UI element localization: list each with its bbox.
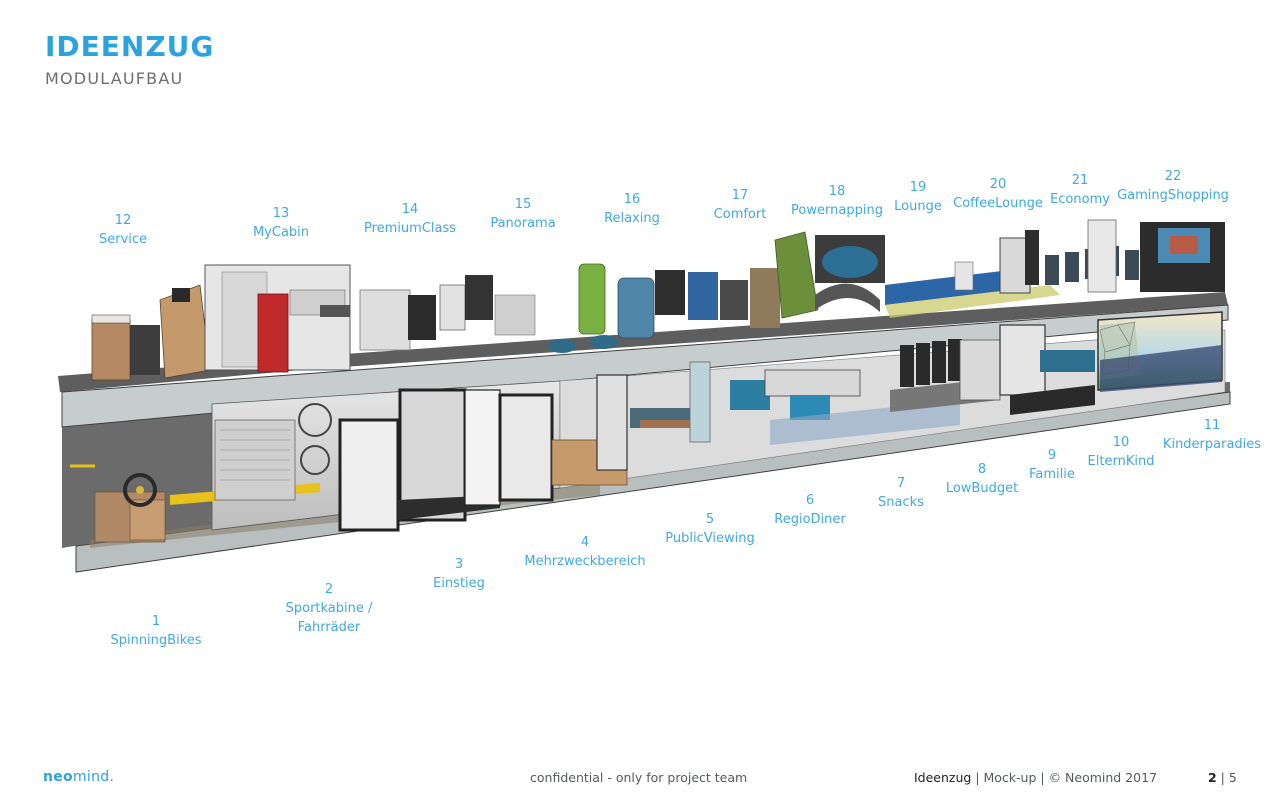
module-label-8: 8 LowBudget	[946, 460, 1018, 498]
document-info: Ideenzug | Mock-up | © Neomind 2017	[914, 770, 1157, 785]
module-number: 8	[977, 462, 987, 477]
module-name: Comfort	[713, 207, 767, 222]
module-name: Panorama	[490, 216, 556, 231]
module-name: Kinderparadies	[1162, 437, 1262, 452]
module-number: 19	[909, 180, 927, 195]
module-number: 1	[151, 614, 161, 629]
page-subtitle: MODULAUFBAU	[45, 69, 184, 88]
module-number: 5	[705, 512, 715, 527]
module-label-1: 1 SpinningBikes	[110, 612, 201, 650]
module-label-6: 6 RegioDiner	[774, 491, 845, 529]
module-name: Economy	[1050, 192, 1110, 207]
module-label-20: 20 CoffeeLounge	[953, 175, 1043, 213]
document-meta: | Mock-up | © Neomind 2017	[971, 770, 1158, 785]
module-label-7: 7 Snacks	[878, 474, 924, 512]
module-number: 3	[454, 557, 464, 572]
module-number: 9	[1047, 448, 1057, 463]
module-name: RegioDiner	[774, 512, 846, 527]
module-number: 6	[805, 493, 815, 508]
module-label-21: 21 Economy	[1050, 171, 1110, 209]
logo-part-b: mind.	[72, 769, 115, 785]
module-label-15: 15 Panorama	[490, 195, 555, 233]
module-number: 16	[623, 192, 641, 207]
module-label-5: 5 PublicViewing	[665, 510, 754, 548]
module-number: 18	[828, 184, 846, 199]
confidential-note: confidential - only for project team	[530, 770, 748, 785]
module-label-3: 3 Einstieg	[433, 555, 485, 593]
module-number: 11	[1203, 418, 1221, 433]
module-label-18: 18 Powernapping	[791, 182, 883, 220]
module-name: MyCabin	[252, 225, 310, 240]
module-label-12: 12 Service	[99, 211, 147, 249]
module-label-11: 11 Kinderparadies	[1163, 416, 1261, 454]
module-name: ElternKind	[1087, 454, 1155, 469]
module-label-19: 19 Lounge	[894, 178, 942, 216]
module-number: 17	[731, 188, 749, 203]
page-title: IDEENZUG	[45, 30, 215, 63]
module-number: 4	[580, 535, 590, 550]
module-number: 7	[896, 476, 906, 491]
module-name: Lounge	[894, 199, 942, 214]
module-number: 12	[114, 213, 132, 228]
module-label-10: 10 ElternKind	[1088, 433, 1155, 471]
module-name: Snacks	[878, 495, 924, 510]
page-indicator: 2 | 5	[1208, 770, 1237, 785]
module-label-9: 9 Familie	[1029, 446, 1075, 484]
module-name: Relaxing	[604, 211, 660, 226]
module-label-2: 2 Sportkabine / Fahrräder	[286, 580, 373, 637]
module-name: Service	[98, 232, 148, 247]
module-label-13: 13 MyCabin	[253, 204, 309, 242]
module-name: SpinningBikes	[110, 633, 202, 648]
document-title: Ideenzug	[914, 770, 972, 785]
module-name: Einstieg	[433, 576, 485, 591]
module-label-16: 16 Relaxing	[604, 190, 660, 228]
module-name: Sportkabine / Fahrräder	[285, 601, 373, 635]
module-label-14: 14 PremiumClass	[364, 200, 456, 238]
module-number: 2	[324, 582, 334, 597]
logo-part-a: neo	[43, 769, 73, 785]
module-name: LowBudget	[945, 481, 1019, 496]
module-number: 21	[1071, 173, 1089, 188]
page-total: 5	[1228, 770, 1237, 785]
module-label-22: 22 GamingShopping	[1117, 167, 1229, 205]
module-number: 13	[272, 206, 290, 221]
module-name: PremiumClass	[363, 221, 457, 236]
module-number: 22	[1164, 169, 1182, 184]
neomind-logo: neomind.	[43, 769, 114, 785]
module-name: CoffeeLounge	[953, 196, 1043, 211]
module-name: GamingShopping	[1117, 188, 1229, 203]
module-name: PublicViewing	[665, 531, 755, 546]
module-name: Powernapping	[791, 203, 883, 218]
module-label-4: 4 Mehrzweckbereich	[524, 533, 645, 571]
module-name: Mehrzweckbereich	[524, 554, 646, 569]
module-number: 14	[401, 202, 419, 217]
module-name: Familie	[1029, 467, 1075, 482]
page-current: 2	[1208, 770, 1217, 785]
module-number: 10	[1112, 435, 1130, 450]
module-number: 20	[989, 177, 1007, 192]
upper-deck-floor	[58, 292, 1228, 392]
page-separator: |	[1216, 770, 1229, 785]
module-label-17: 17 Comfort	[714, 186, 767, 224]
module-number: 15	[514, 197, 532, 212]
